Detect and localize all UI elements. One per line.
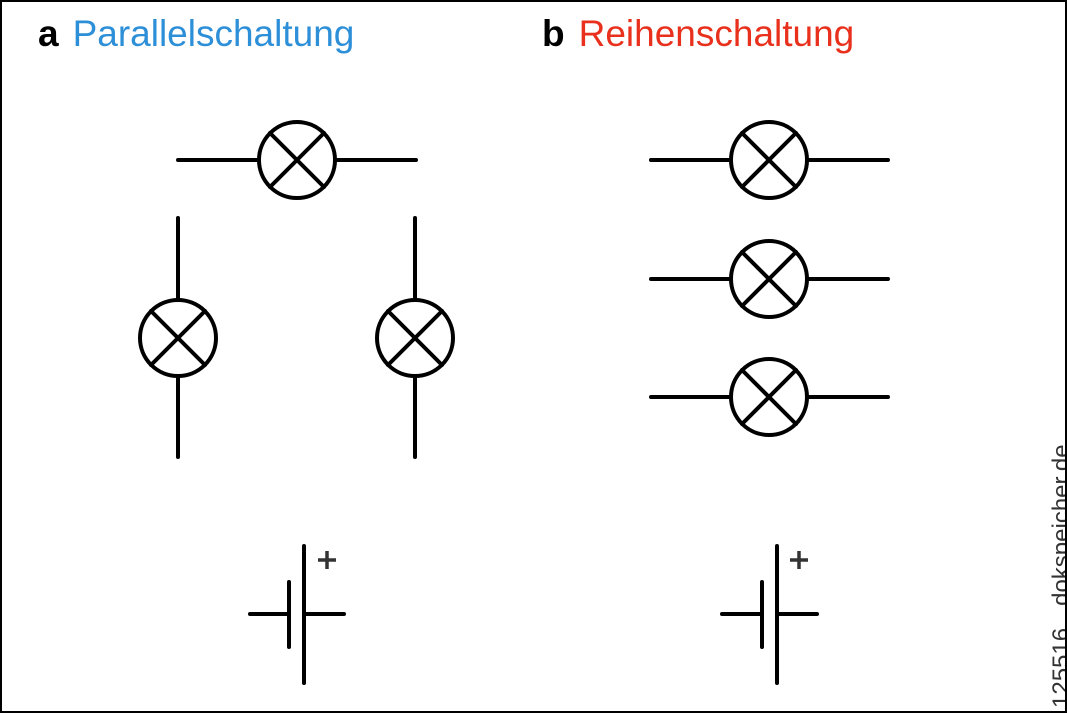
panel-b-letter: b [542, 13, 565, 54]
watermark-id: 125516 [1048, 627, 1067, 708]
lamp-cross-line [740, 368, 798, 426]
battery-b [720, 544, 819, 685]
panel-b-components [649, 120, 890, 685]
lamp-b1 [649, 120, 890, 200]
lamp-a2 [138, 216, 218, 459]
lamp-circle [375, 298, 455, 378]
lamp-circle [729, 357, 809, 437]
plus-icon [318, 551, 336, 569]
battery-a [248, 544, 346, 685]
panel-b-title: Reihenschaltung [578, 13, 855, 54]
plus-icon [790, 551, 808, 569]
panel-a-components [138, 120, 455, 685]
lamp-circle [729, 239, 809, 319]
lamp-b3 [649, 357, 890, 437]
lamp-cross-line [149, 309, 207, 367]
watermark-site: dokspeicher.de [1048, 444, 1067, 606]
watermark: 125516 dokspeicher.de [1048, 444, 1067, 708]
lamp-circle [729, 120, 809, 200]
lamp-cross-line [268, 131, 326, 189]
lamp-a1 [176, 120, 418, 200]
lamp-b2 [649, 239, 890, 319]
panel-a-letter: a [38, 13, 59, 54]
lamp-cross-line [740, 250, 798, 308]
lamp-a3 [375, 216, 455, 459]
lamp-cross-line [740, 131, 798, 189]
panel-b-heading: b Reihenschaltung [542, 10, 854, 58]
lamp-circle [257, 120, 337, 200]
lamp-circle [138, 298, 218, 378]
lamp-cross-line [386, 309, 444, 367]
panel-a-title: Parallelschaltung [72, 13, 355, 54]
panel-a-heading: a Parallelschaltung [38, 10, 354, 58]
